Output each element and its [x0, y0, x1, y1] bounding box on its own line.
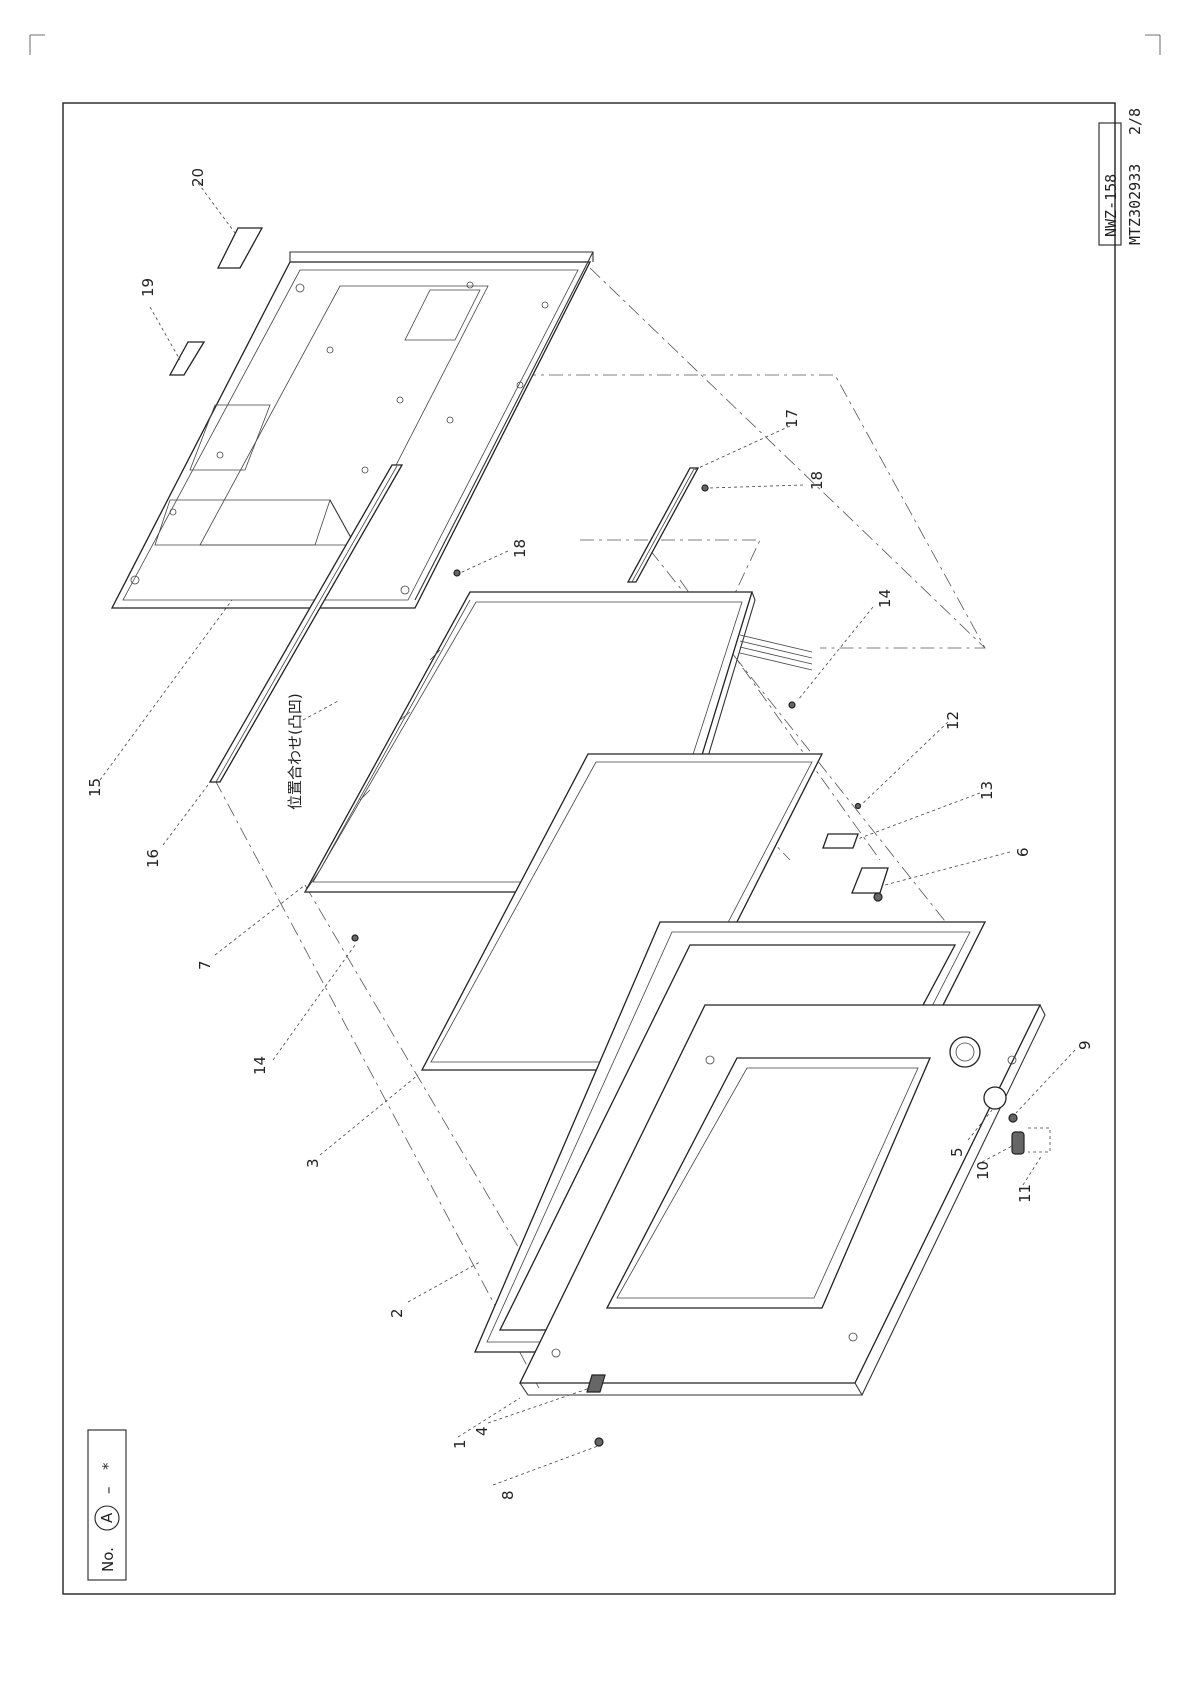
callout-2: 2 — [388, 1308, 406, 1318]
sticker-20 — [218, 228, 262, 268]
callout-7: 7 — [196, 960, 214, 970]
small-screw — [856, 804, 861, 809]
callout-17: 17 — [783, 409, 801, 428]
alignment-note: 位置合わせ(凸凹) — [286, 693, 304, 810]
label-plate — [823, 834, 858, 848]
callout-15: 15 — [86, 778, 104, 797]
callout-4: 4 — [473, 1426, 491, 1436]
callout-6: 6 — [1014, 847, 1032, 857]
callout-3: 3 — [304, 1158, 322, 1168]
legend-dash: – — [99, 1487, 117, 1495]
legend-star: * — [99, 1462, 117, 1470]
bezel-screw — [595, 1438, 603, 1446]
callout-11: 11 — [1016, 1184, 1034, 1203]
callout-20: 20 — [189, 168, 207, 187]
part-number-legend: No. A – * — [88, 1430, 126, 1580]
callout-16: 16 — [144, 849, 162, 868]
callout-14-right: 14 — [876, 589, 894, 608]
callout-12: 12 — [944, 711, 962, 730]
corner-marks — [30, 35, 1160, 55]
page-number: 2/8 — [1126, 108, 1144, 135]
flex-cables — [740, 635, 812, 670]
side-bracket — [628, 468, 698, 582]
callout-18-left: 18 — [511, 539, 529, 558]
sticker-19 — [170, 342, 204, 375]
legend-prefix: No. — [99, 1547, 117, 1572]
callout-1: 1 — [451, 1439, 469, 1449]
callout-9: 9 — [1076, 1040, 1094, 1050]
cabinet-screw-b — [702, 485, 708, 491]
callout-14-left: 14 — [251, 1056, 269, 1075]
model-code: NWZ-158 — [1102, 174, 1120, 237]
washer — [1009, 1114, 1017, 1122]
callout-5: 5 — [948, 1147, 966, 1157]
title-block: NWZ-158 MTZ302933 2/8 — [1099, 108, 1144, 245]
chassis-screw-right — [789, 702, 795, 708]
cabinet-screw-a — [454, 570, 460, 576]
callout-19: 19 — [139, 278, 157, 297]
drawing-code: MTZ302933 — [1126, 164, 1144, 245]
legend-circle-letter: A — [98, 1512, 116, 1523]
callout-13: 13 — [978, 781, 996, 800]
switch-assembly — [1012, 1128, 1050, 1154]
callout-8: 8 — [499, 1490, 517, 1500]
sensor-board — [852, 868, 888, 901]
power-button-socket — [950, 1037, 980, 1067]
power-button — [984, 1087, 1006, 1109]
callout-10: 10 — [974, 1161, 992, 1180]
chassis-screw-left — [352, 935, 358, 941]
callout-18-right: 18 — [808, 471, 826, 490]
